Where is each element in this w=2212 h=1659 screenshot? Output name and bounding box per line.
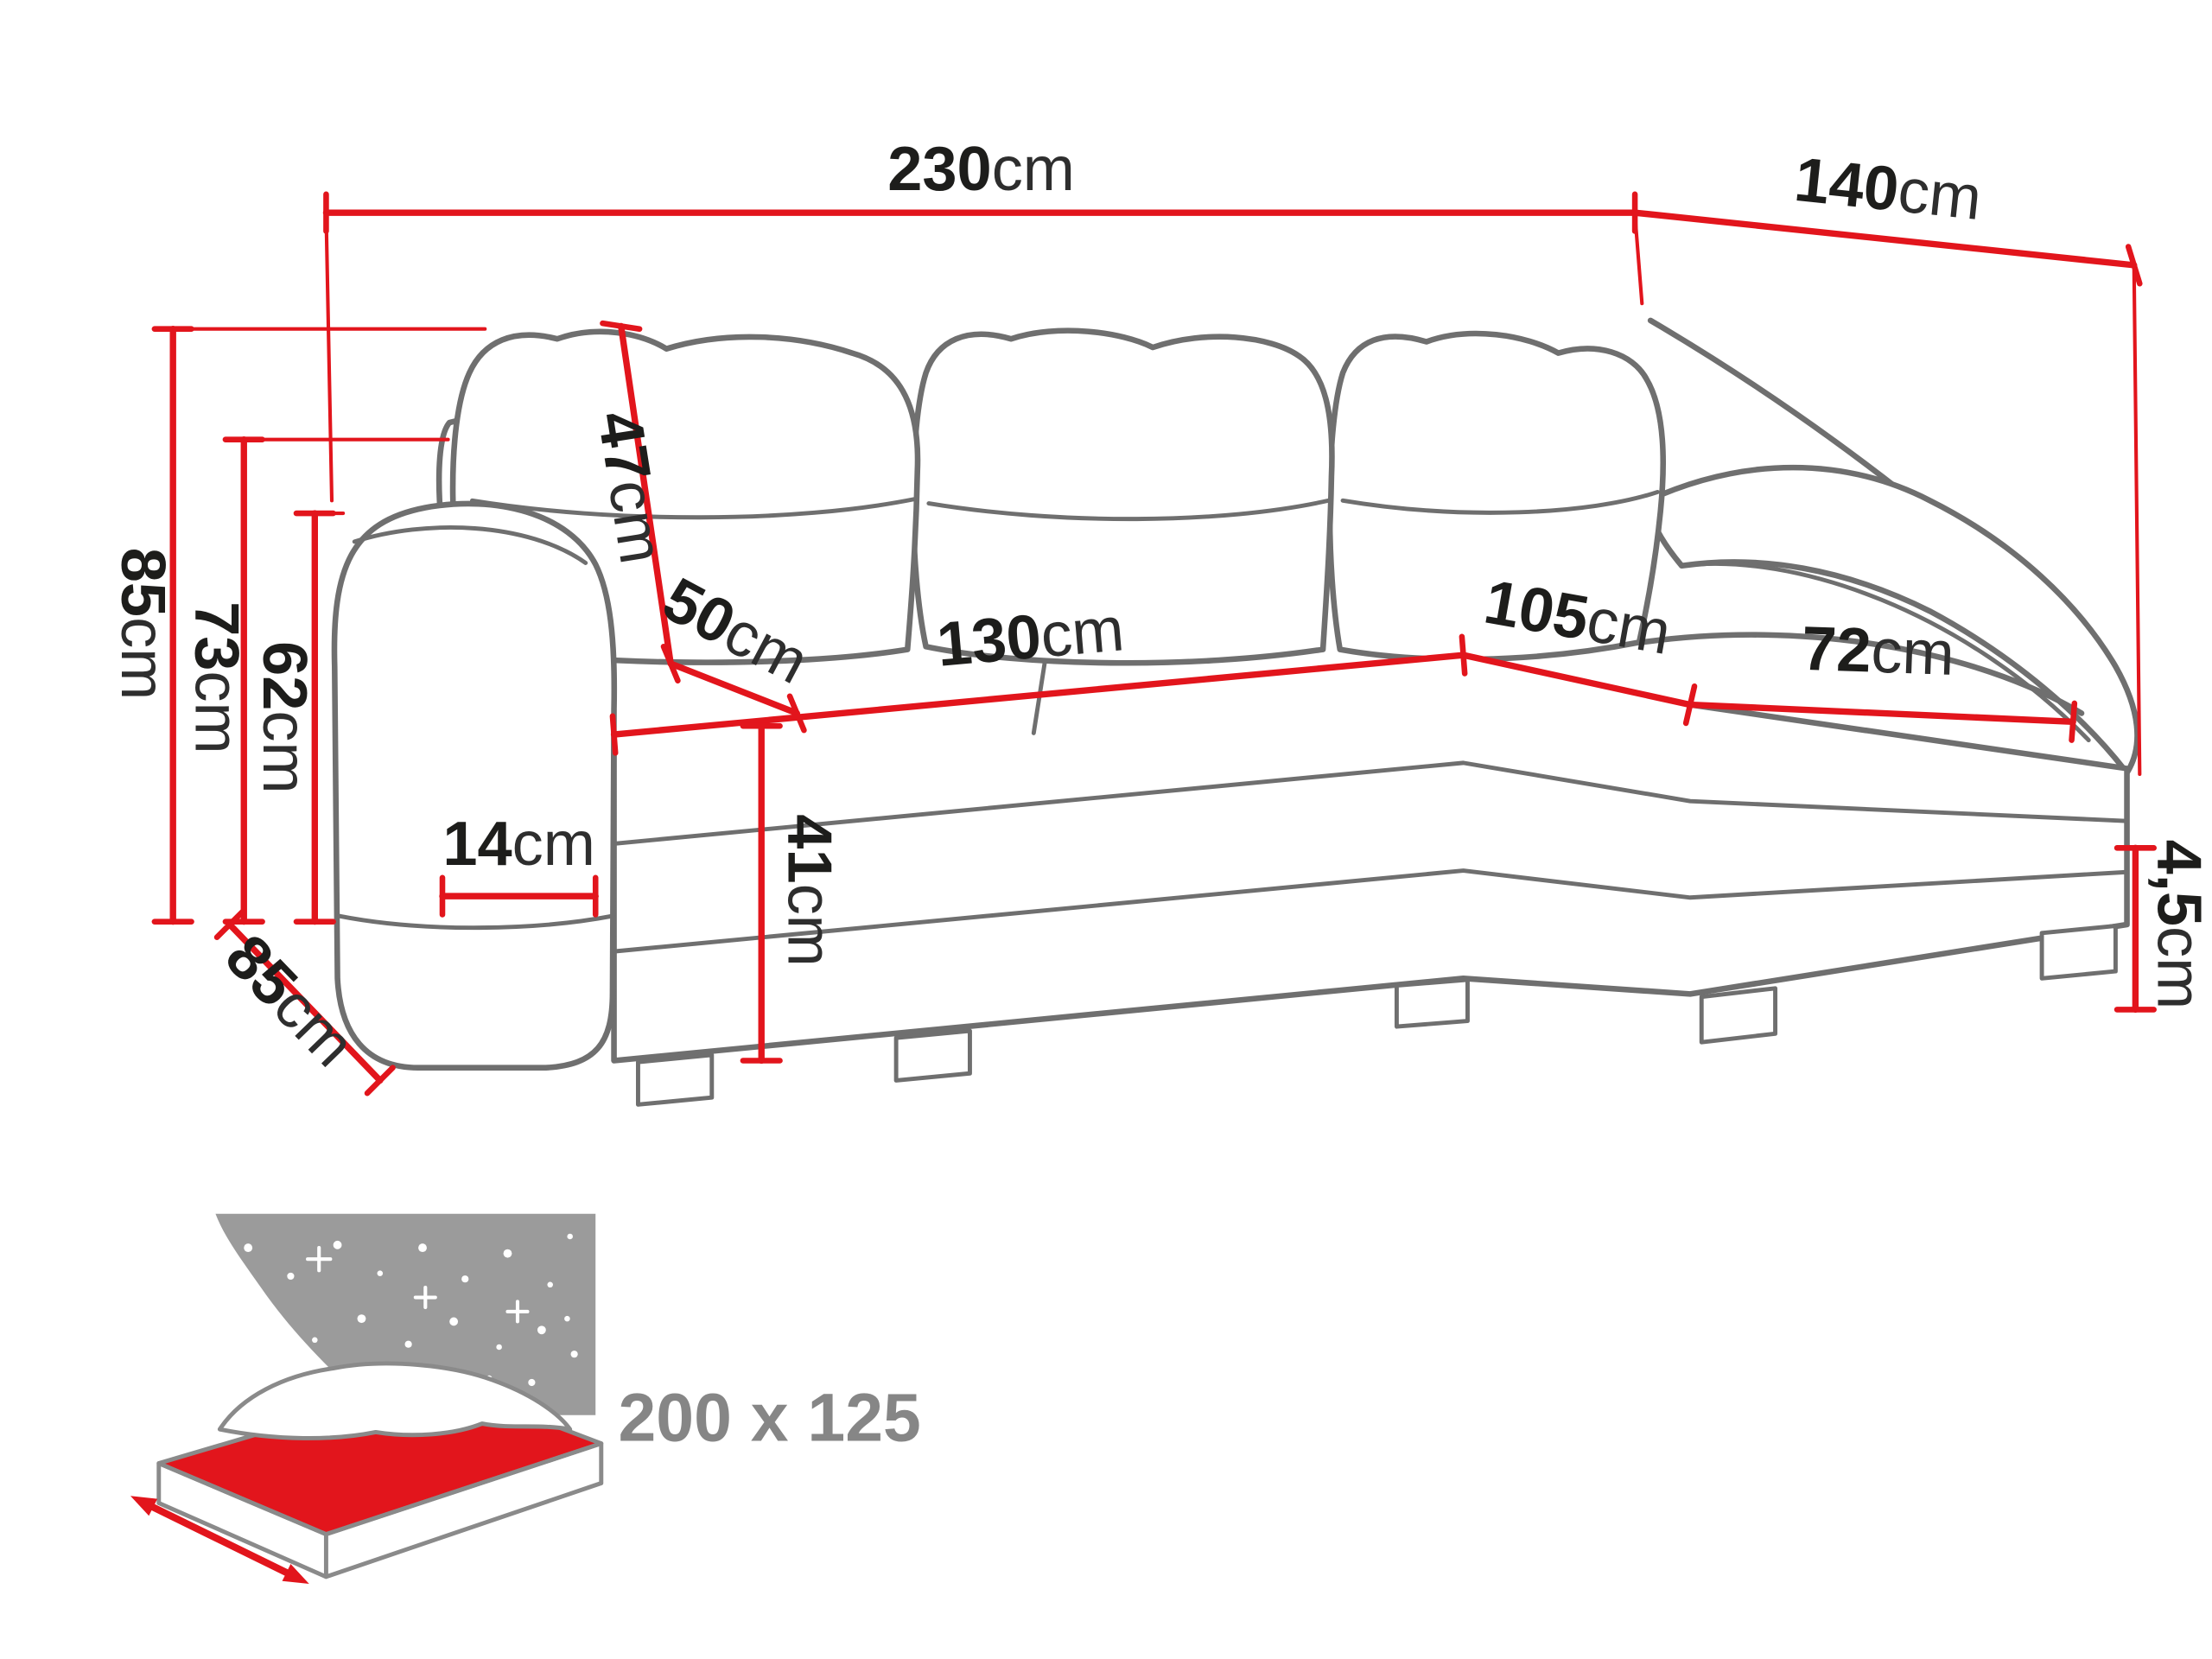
duvet-pillow [217, 1361, 573, 1440]
dim-tick [364, 1065, 396, 1096]
label-back-height-unit: cm [181, 671, 251, 753]
dim-line-seat-width [610, 652, 1467, 738]
label-leg-height: 4,5cm [2145, 840, 2212, 1010]
label-backrest-cushion: 47cm [584, 407, 677, 569]
dim-extension [2132, 264, 2142, 777]
back-cushion-middle-seam [926, 498, 1332, 522]
dim-extension [1633, 212, 1644, 306]
dimension-labels: 230cm 140cm 85cm 73cm 62cm 47cm 50cm 130… [108, 135, 2212, 1080]
dim-line-right-depth [1631, 209, 2138, 269]
leg [893, 1028, 972, 1083]
seat-base-seam-lower [612, 868, 2129, 954]
sleeping-area-icon [130, 1213, 604, 1585]
label-total-width-value: 230 [887, 135, 991, 204]
dim-tick [213, 908, 245, 940]
label-chaise-seat-width-unit: cm [1870, 617, 1955, 689]
label-backrest-cushion-value: 47 [584, 407, 664, 486]
label-arm-height-unit: cm [250, 710, 319, 793]
dim-line-chaise-seat [1687, 701, 2076, 725]
label-armrest-width-value: 14 [442, 810, 512, 879]
leg [1699, 986, 1778, 1045]
width-arrow-icon [130, 1496, 309, 1585]
dim-tick [786, 693, 807, 734]
back-cushion-middle [910, 327, 1335, 666]
leg [636, 1052, 715, 1107]
back-cushion-right [1326, 330, 1666, 663]
label-total-width: 230cm [887, 135, 1075, 204]
label-leg-height-value: 4,5 [2145, 840, 2212, 926]
label-seat-width: 130cm [934, 594, 1127, 680]
label-right-depth: 140cm [1791, 145, 1985, 233]
leg [2039, 924, 2118, 981]
left-armrest [331, 500, 618, 1071]
sofa-outline [331, 317, 2140, 1107]
dim-line-chaise-width [1459, 652, 1694, 709]
back-cushion-right-seam [1340, 489, 1660, 515]
sofa-legs [636, 924, 2118, 1107]
label-arm-height-value: 62 [250, 641, 319, 710]
seat-base-seam-upper [612, 760, 2129, 846]
label-seat-width-value: 130 [934, 602, 1044, 680]
label-total-height-unit: cm [108, 617, 177, 700]
leg [1394, 977, 1470, 1029]
label-chaise-seat-width: 72cm [1801, 614, 1955, 689]
dim-line-seat-depth [667, 660, 800, 717]
label-seat-height-unit: cm [774, 884, 843, 967]
dim-tick [2069, 700, 2078, 743]
label-arm-height: 62cm [250, 641, 319, 794]
chaise-seat-edge [1639, 632, 2085, 716]
dim-line-backrest-cushion [618, 322, 674, 667]
label-armrest-width: 14cm [442, 810, 595, 879]
label-right-depth-unit: cm [1895, 156, 1985, 233]
dimension-lines [151, 191, 2157, 1096]
left-armrest-top-seam [352, 525, 588, 565]
dim-tick [609, 713, 619, 756]
sleeping-area-label: 200 x 125 [618, 1379, 920, 1455]
dim-line-left-depth [226, 921, 384, 1084]
label-back-height: 73cm [181, 601, 251, 754]
label-total-width-unit: cm [992, 135, 1075, 204]
label-backrest-cushion-unit: cm [595, 475, 677, 569]
label-total-height-value: 85 [108, 548, 177, 617]
dim-extension [324, 212, 334, 503]
label-seat-height: 41cm [774, 814, 843, 967]
label-chaise-width-unit: cm [1582, 586, 1676, 668]
label-armrest-width-unit: cm [512, 810, 595, 879]
label-total-height: 85cm [108, 548, 177, 701]
label-leg-height-unit: cm [2145, 926, 2212, 1009]
label-chaise-seat-width-value: 72 [1801, 614, 1872, 686]
label-seat-height-value: 41 [774, 814, 843, 883]
dim-tick [600, 320, 643, 332]
left-armrest-lower-seam [336, 913, 615, 931]
label-right-depth-value: 140 [1791, 145, 1902, 225]
starry-night-backdrop [215, 1213, 596, 1415]
back-cushion-left-seam [470, 497, 917, 520]
label-seat-width-unit: cm [1038, 594, 1127, 671]
label-back-height-value: 73 [181, 601, 251, 671]
